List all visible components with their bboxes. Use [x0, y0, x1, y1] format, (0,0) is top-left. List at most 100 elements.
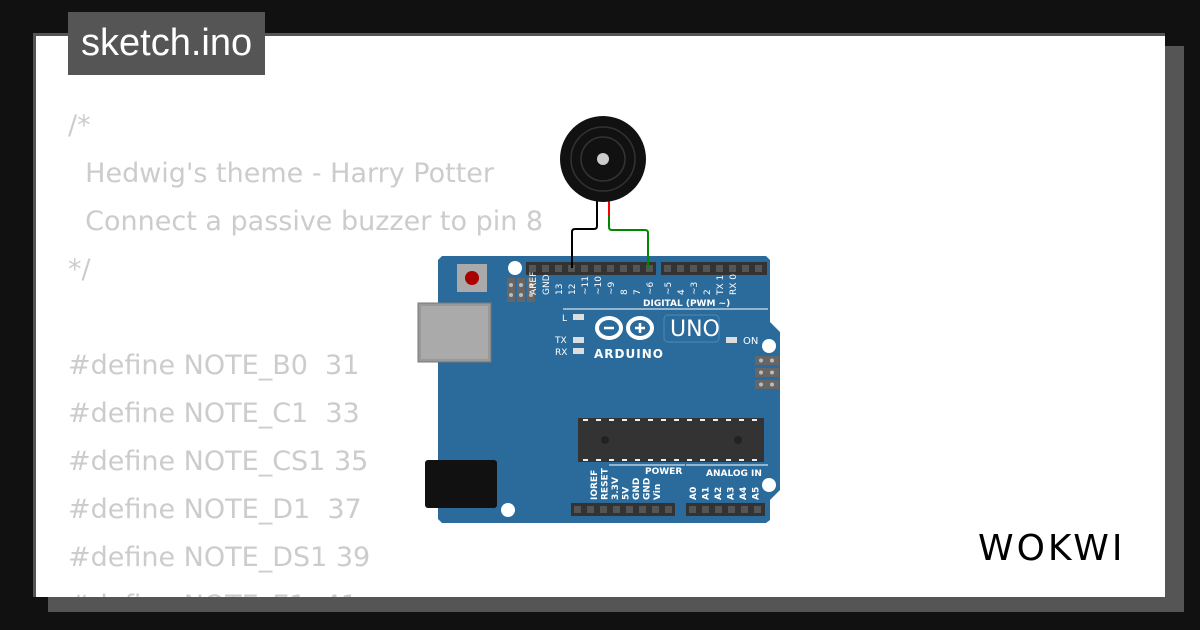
- header-pin[interactable]: [529, 265, 536, 272]
- header-pin[interactable]: [620, 265, 627, 272]
- header-pin[interactable]: [600, 506, 607, 513]
- header-pin[interactable]: [568, 265, 575, 272]
- pin-label: ~10: [594, 276, 604, 295]
- pin-label: A4: [739, 487, 749, 500]
- header-pin[interactable]: [742, 265, 749, 272]
- pin-label: 2: [703, 289, 713, 295]
- led-rx: [573, 348, 584, 354]
- pin-label: AREF: [529, 272, 539, 295]
- arduino-infinity-logo: [595, 316, 654, 340]
- header-pin[interactable]: [542, 265, 549, 272]
- code-line: #define NOTE_B0 31: [68, 350, 360, 381]
- header-pin[interactable]: [581, 265, 588, 272]
- header-pin[interactable]: [755, 265, 762, 272]
- file-tab-title: sketch.ino: [68, 12, 266, 75]
- header-pin[interactable]: [703, 265, 710, 272]
- header-pin[interactable]: [677, 265, 684, 272]
- pin-label: ~5: [664, 282, 674, 295]
- header-pin[interactable]: [728, 506, 735, 513]
- analog-label: ANALOG IN: [706, 469, 762, 479]
- icsp-header: [755, 368, 779, 377]
- led-l: [573, 314, 584, 320]
- header-pin[interactable]: [639, 506, 646, 513]
- pin-label: ~6: [646, 281, 656, 295]
- model-label: UNO: [670, 317, 720, 342]
- code-line: #define NOTE_E1 41: [68, 590, 358, 597]
- header-pin[interactable]: [652, 506, 659, 513]
- led-l-label: L: [562, 314, 567, 324]
- icsp-header: [755, 380, 779, 389]
- code-line: #define NOTE_C1 33: [68, 398, 360, 429]
- header-pin[interactable]: [702, 506, 709, 513]
- pin-label: GND: [643, 478, 653, 500]
- icsp-header: [527, 278, 535, 302]
- code-line: #define NOTE_D1 37: [68, 494, 362, 525]
- pin-label: ~9: [607, 281, 617, 295]
- header-pin[interactable]: [594, 265, 601, 272]
- pin-label: RESET: [601, 467, 611, 500]
- wire-signal: [608, 216, 649, 268]
- pin-label: 7: [633, 289, 643, 295]
- header-pin[interactable]: [664, 265, 671, 272]
- wire-gnd: [571, 200, 598, 268]
- code-line: /*: [68, 110, 91, 141]
- pin-label: GND: [632, 478, 642, 500]
- pin-label: A3: [727, 487, 737, 500]
- header-pin[interactable]: [716, 265, 723, 272]
- pin-label: ~3: [690, 282, 700, 295]
- code-line: Connect a passive buzzer to pin 8: [68, 206, 544, 237]
- pin-label: A5: [752, 487, 762, 500]
- header-pin[interactable]: [729, 265, 736, 272]
- header-pin[interactable]: [574, 506, 581, 513]
- wokwi-logo: WOKWI: [978, 528, 1126, 569]
- code-line: Hedwig's theme - Harry Potter: [68, 158, 495, 189]
- pin-label: TX 1: [716, 275, 726, 296]
- header-pin[interactable]: [665, 506, 672, 513]
- icsp-header: [517, 278, 525, 302]
- header-pin[interactable]: [715, 506, 722, 513]
- digital-label: DIGITAL (PWM ~): [643, 299, 730, 309]
- icsp-header: [507, 278, 515, 302]
- code-line: #define NOTE_CS1 35: [68, 446, 369, 477]
- header-pin[interactable]: [626, 506, 633, 513]
- pin-label: A2: [714, 487, 724, 500]
- led-rx-label: RX: [555, 348, 567, 358]
- header-pin[interactable]: [613, 506, 620, 513]
- header-pin[interactable]: [646, 265, 653, 272]
- pin-label: 4: [677, 289, 687, 295]
- pin-label: 13: [555, 284, 565, 295]
- pin-label: GND: [542, 274, 552, 295]
- pin-label: 12: [568, 284, 578, 295]
- led-tx: [573, 337, 584, 343]
- code-line: */: [68, 254, 91, 285]
- reset-button[interactable]: [457, 264, 487, 292]
- pin-label: RX 0: [729, 274, 739, 295]
- piezo-buzzer[interactable]: [560, 116, 646, 202]
- pin-label: IOREF: [590, 470, 600, 500]
- analog-header: [686, 503, 765, 516]
- header-pin[interactable]: [689, 506, 696, 513]
- header-pin[interactable]: [754, 506, 761, 513]
- power-label: POWER: [645, 467, 682, 477]
- digital-header-2: [661, 262, 767, 275]
- power-header: [571, 503, 675, 516]
- header-pin[interactable]: [587, 506, 594, 513]
- header-pin[interactable]: [741, 506, 748, 513]
- pin-label: 8: [620, 289, 630, 295]
- code-line: #define NOTE_DS1 39: [68, 542, 371, 573]
- led-on-label: ON: [743, 336, 758, 347]
- pin-label: A1: [702, 487, 712, 500]
- pin-label: A0: [689, 487, 699, 500]
- header-pin[interactable]: [690, 265, 697, 272]
- icsp-header: [755, 356, 779, 365]
- brand-label: ARDUINO: [594, 347, 664, 361]
- header-pin[interactable]: [607, 265, 614, 272]
- header-pin[interactable]: [555, 265, 562, 272]
- power-jack: [425, 460, 497, 508]
- pin-label: ~11: [581, 276, 591, 295]
- led-tx-label: TX: [554, 336, 567, 346]
- header-pin[interactable]: [633, 265, 640, 272]
- code-preview: /* Hedwig's theme - Harry Potter Connect…: [68, 102, 543, 597]
